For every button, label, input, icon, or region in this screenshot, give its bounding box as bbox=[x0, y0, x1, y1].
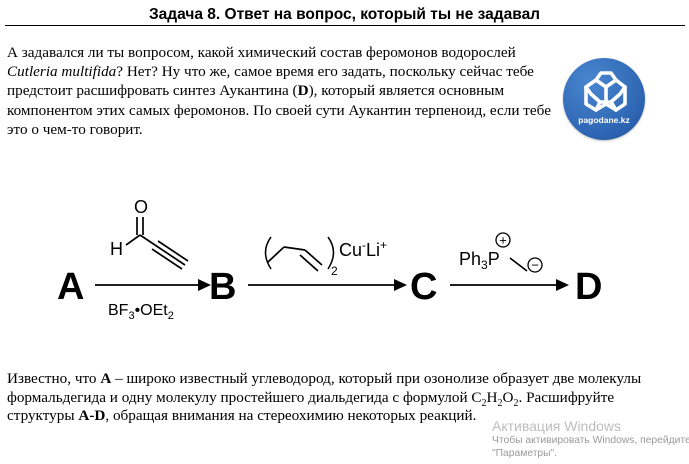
compound-d-ref: D bbox=[297, 82, 309, 100]
cuprate-plus: + bbox=[380, 238, 387, 252]
question-text-4: , обращая внимания на стереохимию некото… bbox=[105, 407, 477, 425]
right-bracket bbox=[327, 236, 335, 270]
catalyst-label: BF3•OEt2 bbox=[108, 302, 174, 322]
compound-a-ref: А bbox=[100, 370, 112, 387]
ylide-ph: Ph bbox=[459, 249, 481, 269]
aldehyde-hydrogen: H bbox=[110, 239, 123, 259]
formula-sub-h: 2 bbox=[497, 397, 503, 409]
cuprate-li: Li bbox=[366, 240, 380, 260]
formula-sub-c: 2 bbox=[481, 397, 487, 409]
intro-paragraph: А задавался ли ты вопросом, какой химиче… bbox=[7, 43, 555, 139]
plus-charge: + bbox=[499, 233, 507, 248]
question-text-2: – широко известный углеводород, который … bbox=[7, 370, 642, 406]
intro-text-3: ), который является основным компонентом… bbox=[7, 82, 551, 138]
ylide-structure: Ph3P + − bbox=[459, 232, 543, 273]
formula-sub-o: 2 bbox=[513, 397, 519, 409]
compound-d-label: D bbox=[575, 266, 602, 308]
watermark-line-1: Чтобы активировать Windows, перейдите bbox=[492, 435, 689, 446]
compounds-ad-ref: A-D bbox=[78, 407, 106, 425]
minus-charge-circle bbox=[527, 257, 543, 273]
minus-charge: − bbox=[531, 258, 539, 273]
watermark-line-2: "Параметры". bbox=[492, 448, 558, 459]
compound-c-label: C bbox=[410, 266, 437, 308]
problem-title: Задача 8. Ответ на вопрос, который ты не… bbox=[148, 6, 541, 23]
windows-activation-watermark: Активация Windows Чтобы активировать Win… bbox=[492, 418, 689, 460]
compound-a-label: A bbox=[57, 266, 84, 308]
propynal-structure: O H bbox=[110, 197, 189, 270]
question-paragraph: Известно, что А – широко известный углев… bbox=[7, 370, 682, 426]
question-text-1: Известно, что bbox=[7, 370, 101, 387]
left-bracket bbox=[264, 236, 272, 270]
logo-text: pagodane.kz bbox=[578, 115, 630, 125]
ylide-formula: Ph3P bbox=[459, 249, 500, 272]
plus-charge-circle bbox=[495, 232, 511, 248]
pagodane-logo: pagodane.kz bbox=[563, 58, 645, 140]
arrowhead-c-to-d bbox=[556, 279, 569, 291]
cuprate-cu: Cu bbox=[339, 240, 362, 260]
pagodane-molecule-icon bbox=[584, 71, 627, 112]
formula-h: H bbox=[486, 388, 498, 406]
ylide-sub3: 3 bbox=[481, 258, 488, 272]
question-text-3: . Расшифруйте структуры bbox=[7, 388, 615, 425]
formula-o: O bbox=[502, 388, 514, 406]
cuprate-subscript: 2 bbox=[331, 264, 338, 278]
butenyl-chain bbox=[267, 246, 323, 272]
ylide-p: P bbox=[488, 249, 500, 269]
cuprate-formula: Cu-Li+ bbox=[339, 238, 387, 260]
title-divider bbox=[5, 25, 685, 26]
species-name: Cutleria multifida bbox=[7, 63, 117, 81]
intro-text-1: А задавался ли ты вопросом, какой химиче… bbox=[7, 44, 516, 61]
ylide-bond bbox=[509, 257, 528, 272]
arrowhead-b-to-c bbox=[394, 279, 407, 291]
aldehyde-oxygen: O bbox=[134, 197, 148, 217]
cuprate-structure: 2 Cu-Li+ bbox=[264, 236, 387, 278]
catalyst-sub3: 3 bbox=[128, 310, 134, 322]
compound-b-label: B bbox=[209, 266, 236, 308]
reaction-scheme: A B C D O H BF3•OEt2 bbox=[57, 197, 602, 322]
arrowhead-a-to-b bbox=[198, 279, 211, 291]
intro-text-2: ? Нет? Ну что же, самое время его задать… bbox=[7, 63, 534, 100]
catalyst-bf: BF bbox=[108, 302, 129, 319]
catalyst-sub2: 2 bbox=[168, 310, 174, 322]
cuprate-minus: - bbox=[362, 238, 366, 252]
catalyst-oet: •OEt bbox=[135, 302, 169, 319]
watermark-title: Активация Windows bbox=[492, 418, 622, 434]
